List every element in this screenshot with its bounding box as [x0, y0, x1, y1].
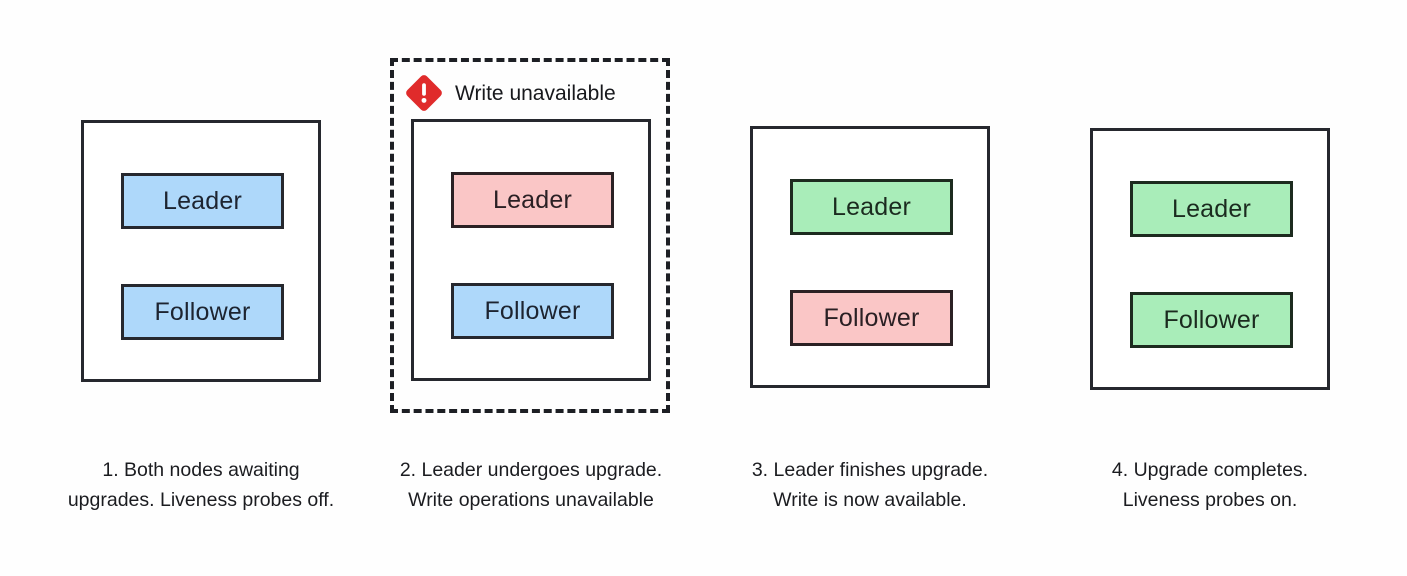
panel-4: Leader Follower	[1090, 128, 1330, 390]
panel-4-caption-line-1: 4. Upgrade completes.	[1111, 459, 1309, 481]
panel-2-alert-header: Write unavailable	[404, 73, 616, 113]
panel-2-follower-node[interactable]: Follower	[451, 283, 614, 339]
panel-1-leader-label: Leader	[162, 186, 243, 215]
panel-3-caption: 3. Leader finishes upgrade. Write is now…	[689, 455, 1051, 515]
panel-2-leader-label: Leader	[492, 185, 573, 214]
panel-2-leader-node[interactable]: Leader	[451, 172, 614, 228]
panel-1-caption-line-2: upgrades. Liveness probes off.	[67, 489, 335, 512]
panel-4-follower-label: Follower	[1163, 305, 1260, 334]
panel-1: Leader Follower	[81, 120, 321, 382]
panel-4-follower-node[interactable]: Follower	[1130, 292, 1293, 348]
panel-1-follower-node[interactable]: Follower	[121, 284, 284, 340]
panel-2-caption-line-2: Write operations unavailable	[408, 489, 654, 512]
warning-diamond-icon	[406, 75, 442, 111]
panel-2-alert-label: Write unavailable	[455, 81, 616, 105]
panel-4-caption: 4. Upgrade completes. Liveness probes on…	[1029, 455, 1391, 515]
panel-2-node-container: Leader Follower	[411, 119, 651, 381]
panel-2-caption-line-1: 2. Leader undergoes upgrade.	[399, 459, 663, 481]
panel-3-caption-line-1: 3. Leader finishes upgrade.	[751, 459, 989, 481]
panel-1-leader-node[interactable]: Leader	[121, 173, 284, 229]
panel-1-node-container: Leader Follower	[81, 120, 321, 382]
panel-3: Leader Follower	[750, 126, 990, 388]
panel-2-alert-wrapper	[390, 58, 670, 413]
panel-4-leader-node[interactable]: Leader	[1130, 181, 1293, 237]
panel-1-caption-line-1: 1. Both nodes awaiting	[102, 459, 300, 481]
panel-4-leader-label: Leader	[1171, 194, 1252, 223]
panel-3-node-container: Leader Follower	[750, 126, 990, 388]
panel-3-caption-line-2: Write is now available.	[773, 489, 967, 512]
panel-2-follower-label: Follower	[484, 296, 581, 325]
panel-3-leader-label: Leader	[831, 192, 912, 221]
panel-4-caption-line-2: Liveness probes on.	[1122, 489, 1298, 512]
panel-1-follower-label: Follower	[154, 297, 251, 326]
panel-2: Leader Follower	[411, 119, 651, 381]
panel-2-caption: 2. Leader undergoes upgrade. Write opera…	[350, 455, 712, 515]
panel-1-caption: 1. Both nodes awaiting upgrades. Livenes…	[20, 455, 382, 515]
panel-3-follower-node[interactable]: Follower	[790, 290, 953, 346]
panel-3-leader-node[interactable]: Leader	[790, 179, 953, 235]
panel-3-follower-label: Follower	[823, 303, 920, 332]
panel-4-node-container: Leader Follower	[1090, 128, 1330, 390]
